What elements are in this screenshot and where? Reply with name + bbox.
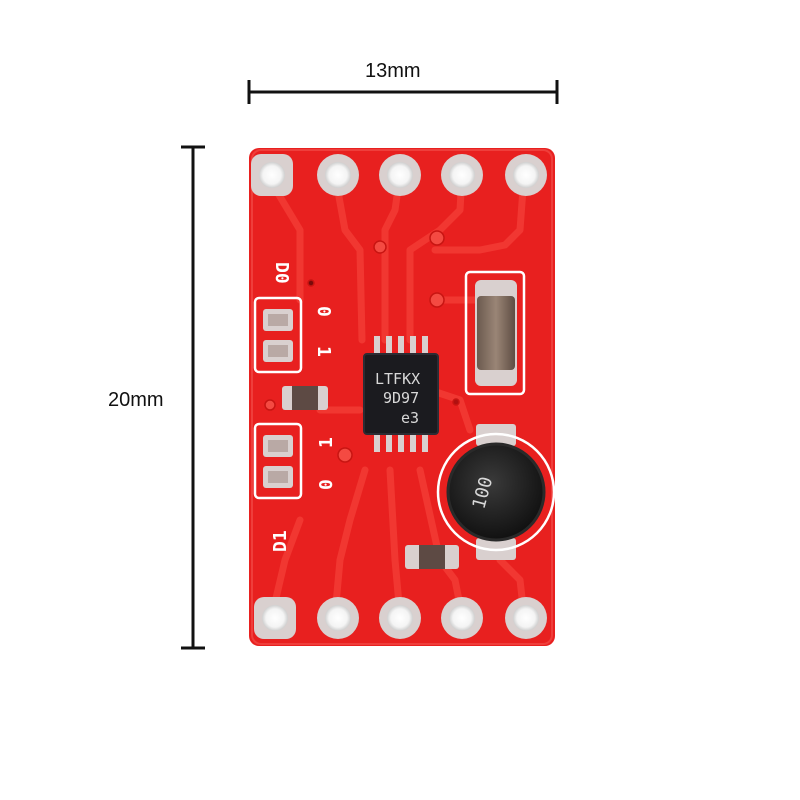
inductor <box>436 424 556 560</box>
silk-jumper-top-1: 1 <box>313 346 334 357</box>
silk-d1: D1 <box>270 530 291 552</box>
solder-jumper-top <box>253 296 303 374</box>
vias <box>264 230 460 463</box>
silk-jumper-bottom-0: 0 <box>316 479 337 490</box>
ic-marking-line3: e3 <box>401 409 419 427</box>
ic-chip <box>363 336 439 452</box>
width-dimension-label: 13mm <box>365 60 421 82</box>
silk-d0: D0 <box>271 262 292 284</box>
ic-marking-line1: LTFKX <box>375 370 420 388</box>
smd-capacitor <box>464 270 526 396</box>
solder-jumper-bottom <box>253 422 303 500</box>
silk-jumper-top-0: 0 <box>313 306 334 317</box>
ic-marking-line2: 9D97 <box>383 389 419 407</box>
smd-resistor-left <box>282 386 328 410</box>
silk-jumper-bottom-1: 1 <box>316 437 337 448</box>
smd-resistor-bottom <box>405 545 459 569</box>
height-dimension-label: 20mm <box>108 389 164 411</box>
header-pads-top <box>251 154 547 196</box>
header-pads-bottom <box>254 597 547 639</box>
height-dimension-line <box>181 145 205 650</box>
width-dimension-line <box>247 80 559 104</box>
